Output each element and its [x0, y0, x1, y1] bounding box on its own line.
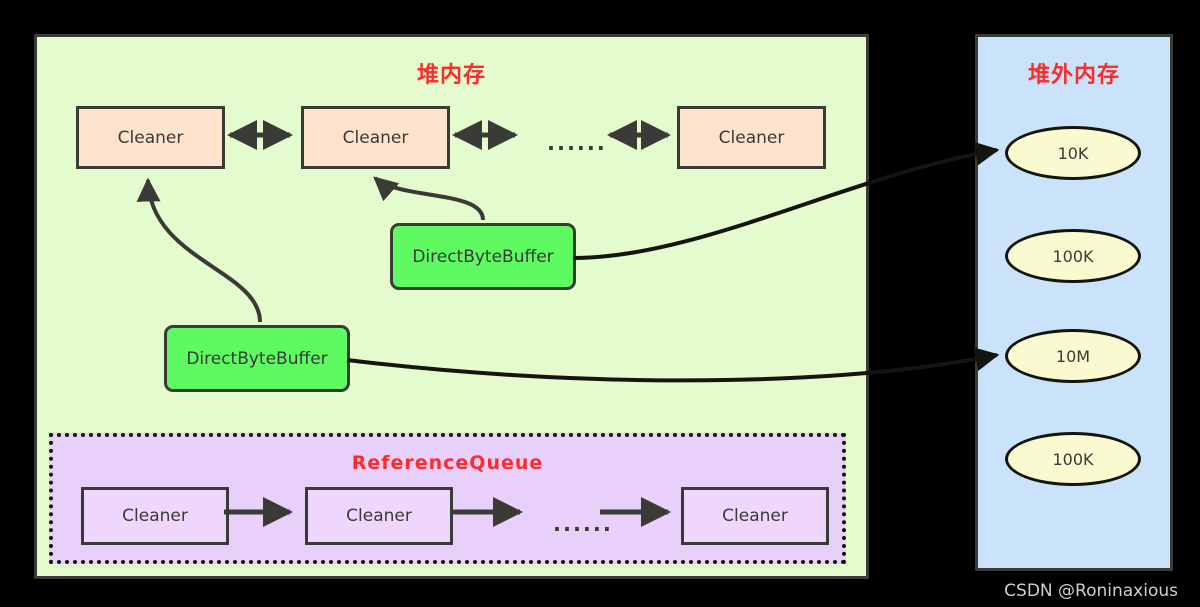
reference-queue-title: ReferenceQueue	[351, 452, 544, 474]
heap-cleaner-2-label: Cleaner	[342, 127, 409, 148]
direct-byte-buffer-upper-label: DirectByteBuffer	[412, 246, 554, 267]
off-heap-block-100k-a-label: 100K	[1052, 246, 1094, 266]
off-heap-block-10m[interactable]: 10M	[1005, 329, 1141, 383]
csdn-watermark: CSDN @Roninaxious	[1004, 581, 1178, 601]
heap-chain-ellipsis: ......	[547, 131, 607, 155]
refqueue-cleaner-3-label: Cleaner	[722, 506, 788, 526]
off-heap-block-10k-label: 10K	[1057, 143, 1089, 163]
off-heap-block-10k[interactable]: 10K	[1005, 126, 1141, 180]
heap-memory-title: 堆内存	[416, 63, 486, 88]
off-heap-memory-panel: 堆外内存 10K 100K 10M 100K	[975, 34, 1173, 571]
off-heap-block-100k-b-label: 100K	[1052, 449, 1094, 469]
refqueue-cleaner-3[interactable]: Cleaner	[681, 487, 829, 545]
off-heap-block-100k-a[interactable]: 100K	[1005, 229, 1141, 283]
refqueue-cleaner-1[interactable]: Cleaner	[81, 487, 229, 545]
refqueue-cleaner-2-label: Cleaner	[346, 506, 412, 526]
heap-memory-panel: 堆内存 Cleaner Cleaner Cleaner ...... Direc…	[34, 34, 869, 579]
heap-cleaner-1[interactable]: Cleaner	[76, 106, 225, 169]
refqueue-cleaner-2[interactable]: Cleaner	[305, 487, 453, 545]
refqueue-chain-ellipsis: ......	[553, 512, 613, 536]
direct-byte-buffer-lower-label: DirectByteBuffer	[186, 348, 328, 369]
reference-queue-panel: ReferenceQueue Cleaner Cleaner Cleaner .…	[49, 433, 846, 564]
off-heap-block-100k-b[interactable]: 100K	[1005, 432, 1141, 486]
heap-cleaner-1-label: Cleaner	[117, 127, 184, 148]
off-heap-block-10m-label: 10M	[1055, 346, 1091, 366]
heap-cleaner-2[interactable]: Cleaner	[301, 106, 450, 169]
direct-byte-buffer-lower[interactable]: DirectByteBuffer	[164, 325, 350, 392]
off-heap-memory-title: 堆外内存	[1027, 63, 1120, 88]
heap-cleaner-3[interactable]: Cleaner	[677, 106, 826, 169]
refqueue-cleaner-1-label: Cleaner	[122, 506, 188, 526]
heap-cleaner-3-label: Cleaner	[718, 127, 785, 148]
direct-byte-buffer-upper[interactable]: DirectByteBuffer	[390, 223, 576, 290]
